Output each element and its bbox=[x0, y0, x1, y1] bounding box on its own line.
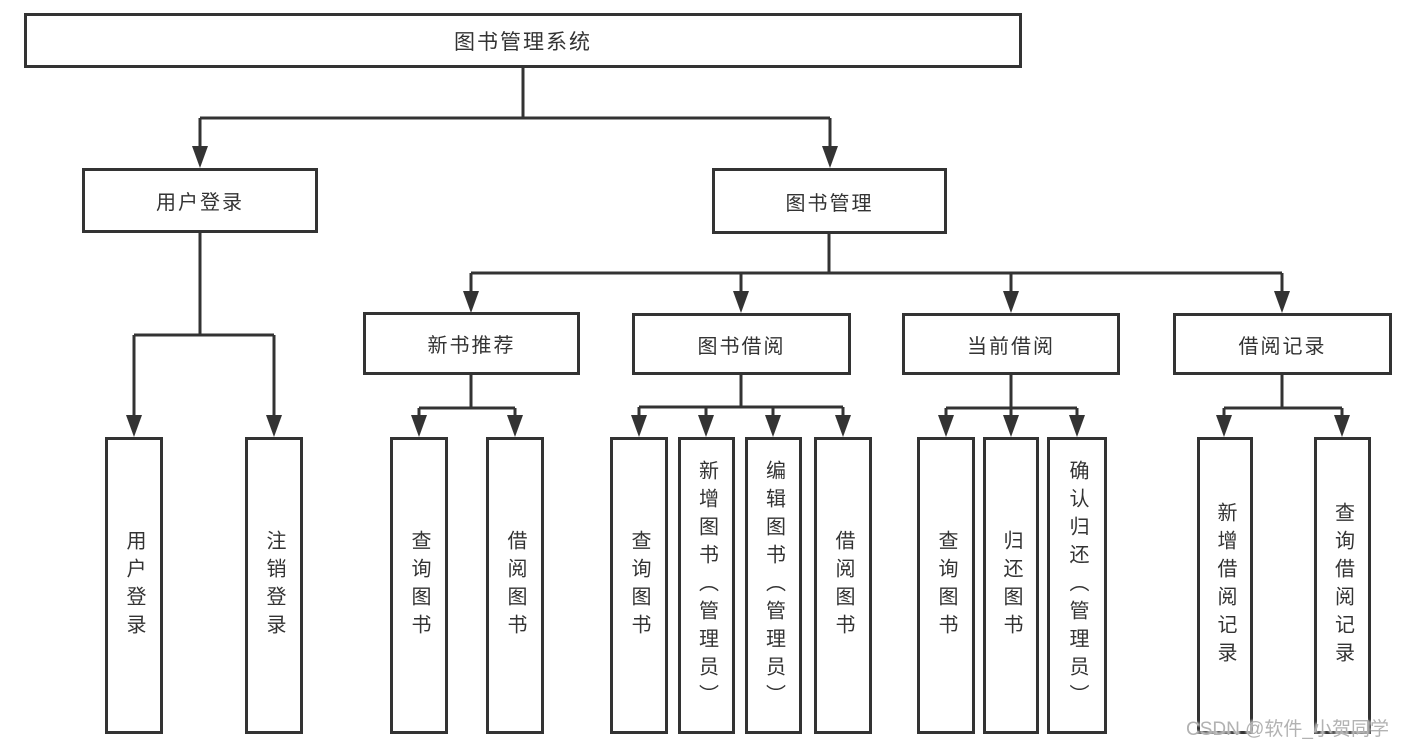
node-label: 查询图书 bbox=[935, 529, 957, 642]
node-library-management-system: 图书管理系统 bbox=[24, 13, 1022, 68]
node-label: 用户登录 bbox=[123, 529, 145, 642]
node-current-borrowing: 当前借阅 bbox=[902, 313, 1120, 375]
leaf-query-books-current: 查询图书 bbox=[917, 437, 975, 734]
node-label: 借阅记录 bbox=[1238, 335, 1327, 358]
leaf-add-books-admin: 新增图书（管理员） bbox=[678, 437, 735, 734]
node-book-borrowing: 图书借阅 bbox=[632, 313, 851, 375]
leaf-return-books: 归还图书 bbox=[983, 437, 1039, 734]
node-label: 借阅图书 bbox=[832, 529, 854, 642]
leaf-logout: 注销登录 bbox=[245, 437, 303, 734]
node-label: 新增图书（管理员） bbox=[695, 459, 718, 712]
leaf-user-login: 用户登录 bbox=[105, 437, 163, 734]
node-label: 用户登录 bbox=[156, 192, 244, 214]
leaf-borrow-books: 借阅图书 bbox=[814, 437, 872, 734]
node-label: 注销登录 bbox=[263, 529, 285, 642]
csdn-watermark: CSDN @软件_小贺同学 bbox=[1186, 719, 1389, 740]
leaf-query-books-recommend: 查询图书 bbox=[390, 437, 448, 734]
node-label: 归还图书 bbox=[1000, 529, 1022, 642]
node-label: 图书管理系统 bbox=[454, 30, 592, 54]
node-new-book-recommend: 新书推荐 bbox=[363, 312, 580, 375]
leaf-confirm-return-admin: 确认归还（管理员） bbox=[1047, 437, 1107, 734]
leaf-borrow-books-recommend: 借阅图书 bbox=[486, 437, 544, 734]
leaf-add-borrow-record: 新增借阅记录 bbox=[1197, 437, 1253, 734]
leaf-edit-books-admin: 编辑图书（管理员） bbox=[745, 437, 802, 734]
leaf-query-borrow-record: 查询借阅记录 bbox=[1314, 437, 1371, 734]
leaf-query-books-borrowing: 查询图书 bbox=[610, 437, 668, 734]
node-label: 查询借阅记录 bbox=[1331, 501, 1354, 670]
node-label: 当前借阅 bbox=[967, 335, 1055, 358]
node-label: 借阅图书 bbox=[504, 529, 526, 642]
node-label: 新书推荐 bbox=[427, 335, 516, 357]
node-label: 查询图书 bbox=[408, 529, 430, 642]
node-label: 新增借阅记录 bbox=[1214, 501, 1236, 670]
node-label: 查询图书 bbox=[628, 529, 650, 642]
node-label: 图书借阅 bbox=[697, 335, 786, 358]
node-label: 编辑图书（管理员） bbox=[762, 459, 785, 712]
node-label: 确认归还（管理员） bbox=[1066, 459, 1088, 712]
node-book-management: 图书管理 bbox=[712, 168, 947, 234]
node-user-login: 用户登录 bbox=[82, 168, 318, 233]
node-borrowing-records: 借阅记录 bbox=[1173, 313, 1392, 375]
node-label: 图书管理 bbox=[785, 192, 874, 215]
